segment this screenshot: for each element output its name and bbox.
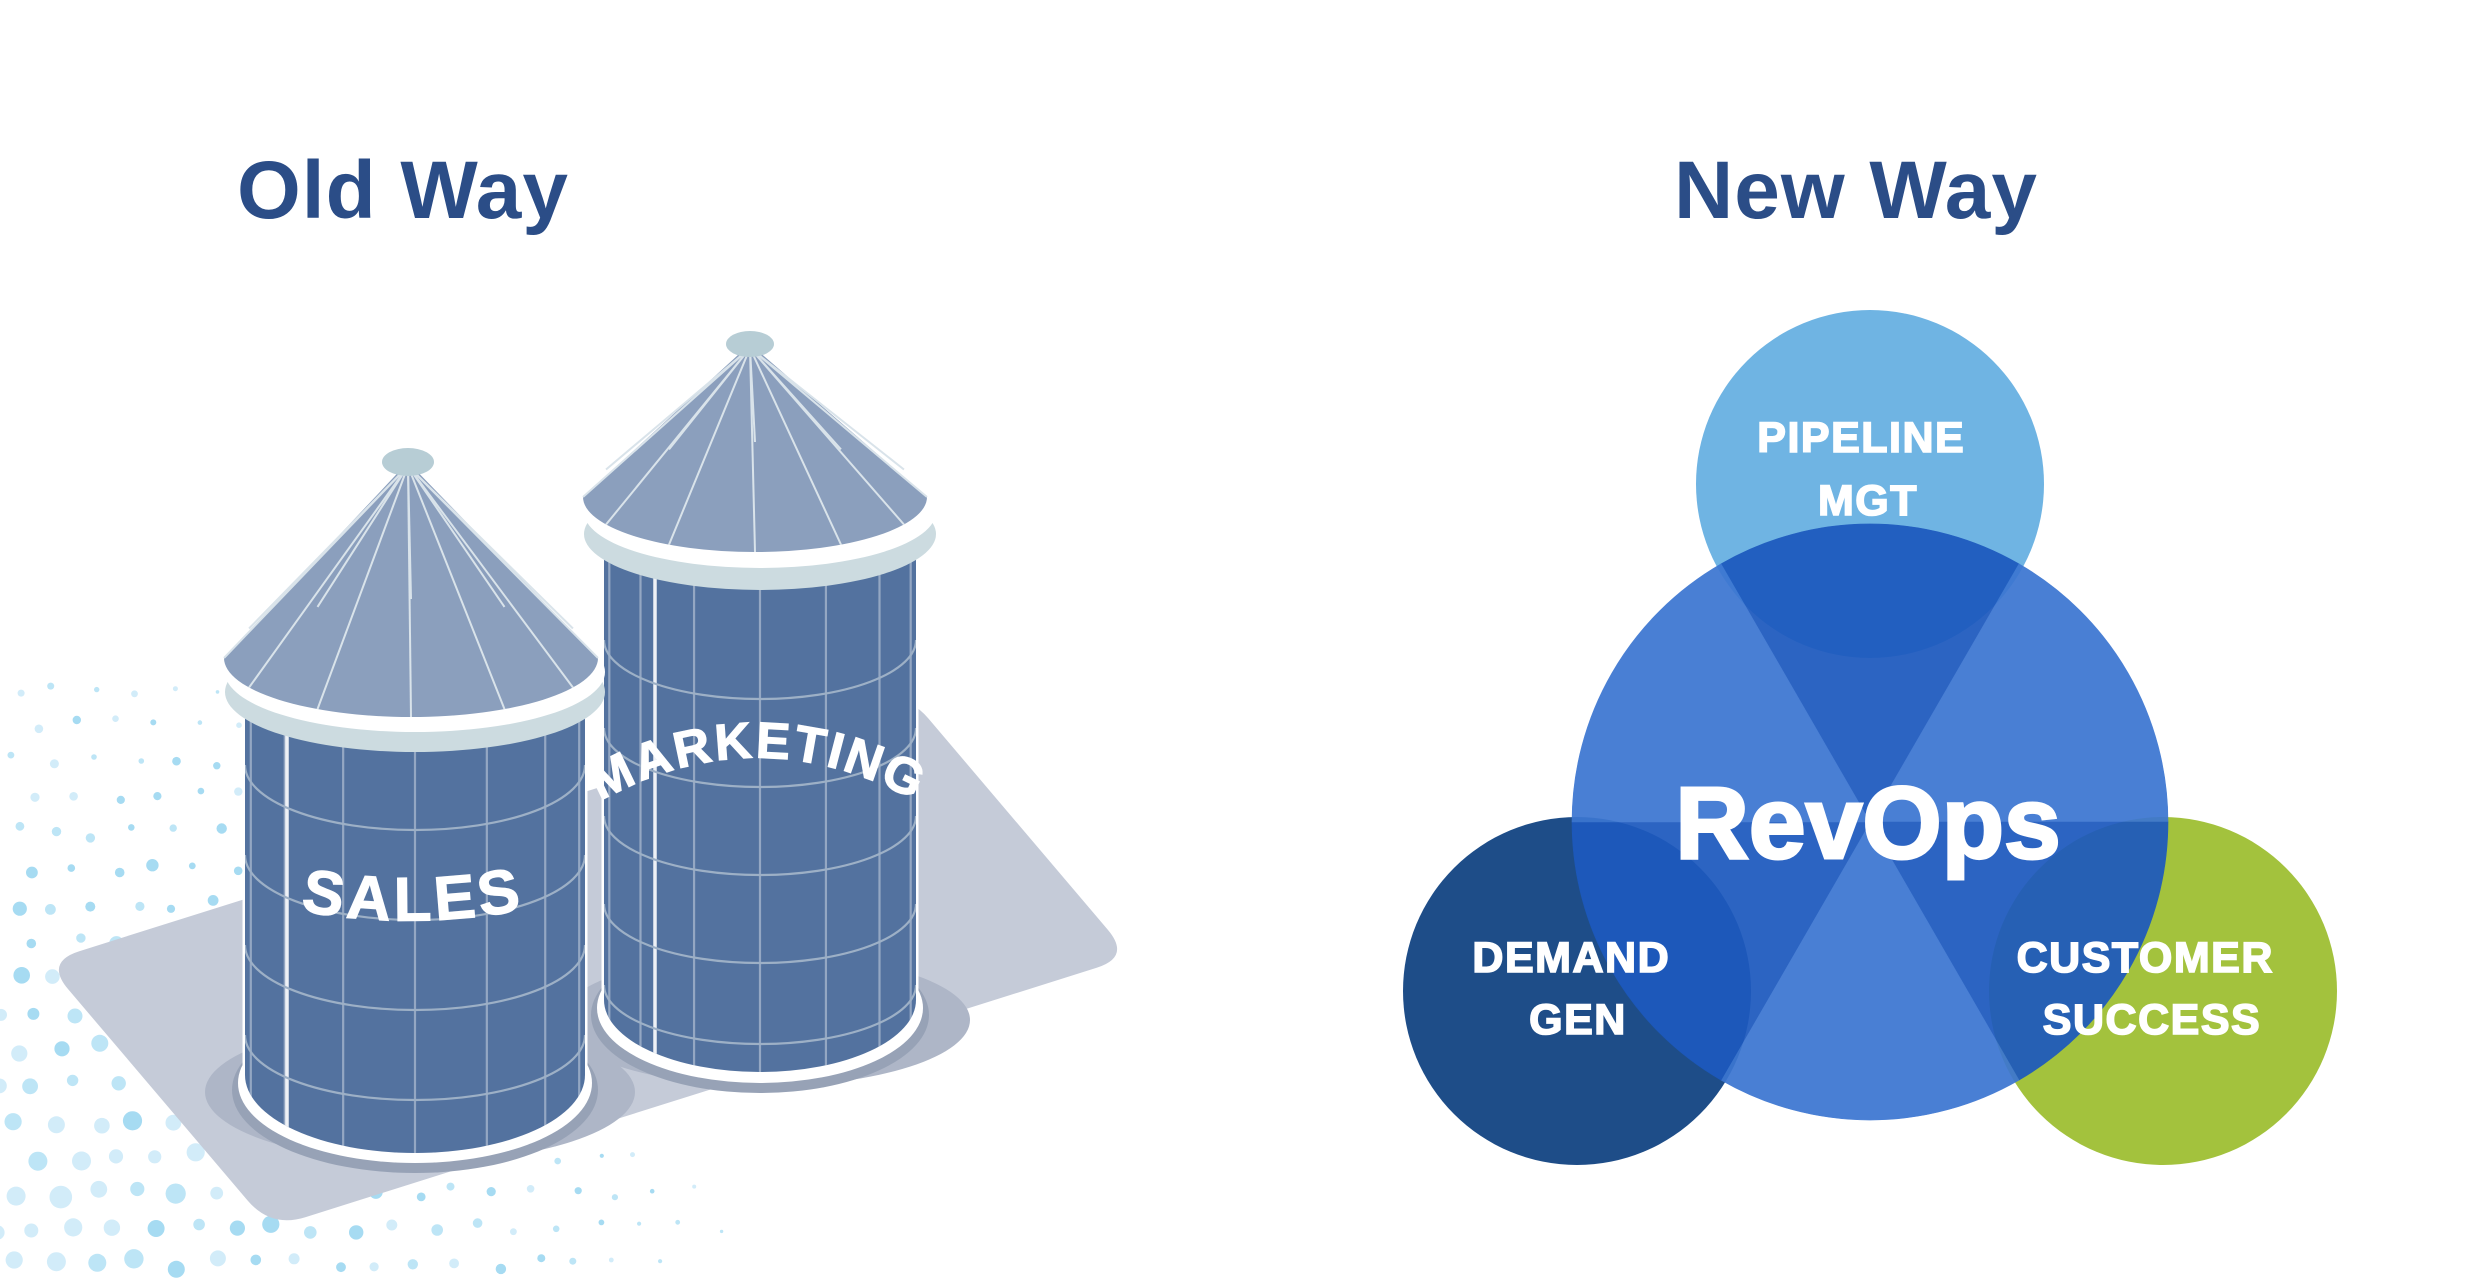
marketing-silo-roof-seam (668, 347, 751, 450)
sales-silo-apex-cap (382, 448, 434, 476)
silo-label-sales: SALES (298, 855, 528, 935)
marketing-silo-roof-seam (582, 347, 751, 498)
silo-marketing (560, 331, 970, 1093)
marketing-silo-roof-seam (605, 347, 751, 471)
new-way-title: New Way (1674, 145, 2038, 236)
demand-gen-label: DEMAND GEN (1472, 934, 1683, 1044)
revops-sector (1869, 563, 2169, 823)
marketing-silo-roof-seam (749, 347, 842, 546)
sales-silo-roof-seam (316, 465, 409, 710)
marketing-silo-roof-seam (668, 347, 751, 546)
sales-silo-roof-seam (407, 465, 574, 689)
old-way-silos-illustration: SALES MARKETING (58, 331, 1118, 1221)
revops-sector (1720, 523, 2020, 823)
marketing-silo-roof-seam (749, 347, 905, 471)
marketing-silo-apex-cap (726, 331, 774, 357)
sales-silo-panel-seams (245, 672, 585, 1153)
revops-sector (1869, 821, 2169, 1081)
sales-silo-roof-seam (248, 465, 409, 630)
revops-sector (1571, 821, 1871, 1081)
marketing-silo-roof-seam (749, 347, 756, 443)
revops-label: RevOps (1675, 766, 2061, 880)
sales-silo-roof-seam (248, 465, 409, 689)
sales-silo-roof-seam (407, 465, 412, 600)
revops-sector (1571, 563, 1871, 823)
revops-sector (1720, 821, 2020, 1121)
old-way-title: Old Way (237, 145, 569, 236)
sales-silo-roof-seam (407, 465, 574, 630)
sales-silo-roof-seam (407, 465, 506, 608)
sales-silo-body (242, 669, 588, 1156)
platform-base (58, 698, 1118, 1221)
marketing-silo-roof-seam (749, 347, 842, 451)
marketing-silo-roof-seam (749, 347, 928, 498)
sales-silo-roof-seam (316, 465, 409, 608)
marketing-silo-roof-cone (580, 341, 930, 555)
new-way-revops-diagram: PIPELINE MGT DEMAND GEN CUSTOMER SUCCESS… (1403, 310, 2337, 1165)
marketing-silo-body (601, 517, 919, 1075)
revops-center-circle (1571, 523, 2169, 1121)
pipeline-mgt-label: PIPELINE MGT (1757, 414, 1978, 525)
sales-silo-roof-seam (407, 465, 506, 710)
silo-sales (205, 448, 635, 1173)
customer-success-label: CUSTOMER SUCCESS (2017, 934, 2288, 1044)
marketing-silo-panel-seams (604, 520, 916, 1072)
